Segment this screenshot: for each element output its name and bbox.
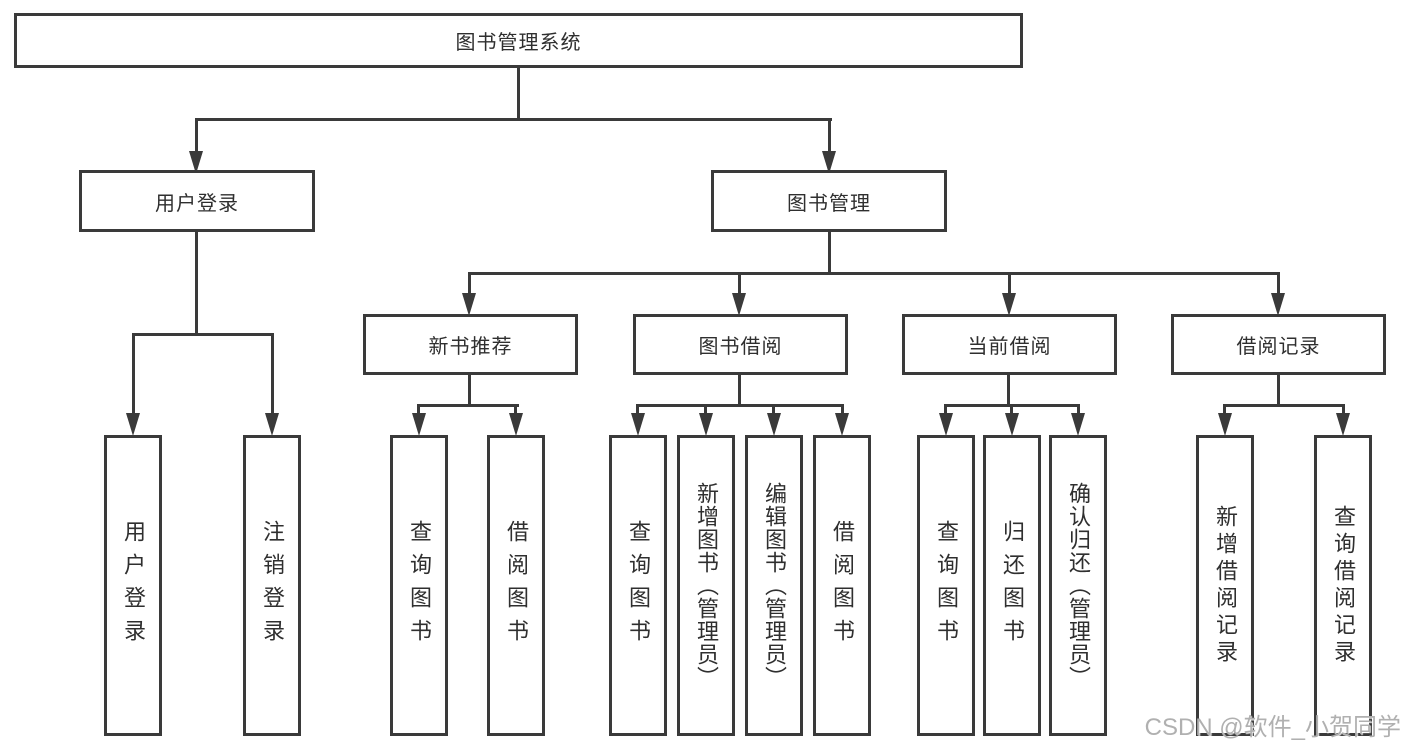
connector-line [132,333,135,417]
connector-line [1342,404,1345,417]
node-label: 图书借阅 [698,336,783,358]
connector-line [195,118,832,121]
node-label: 编辑图书（管理员） [762,482,787,689]
connector-line [1277,272,1280,297]
arrowhead [822,151,836,174]
leaf-query-borrow-record: 查询借阅记录 [1314,435,1372,736]
connector-line [514,404,517,417]
arrowhead [462,293,476,316]
node-label: 查询图书 [626,519,651,652]
connector-line [468,373,471,407]
connector-line [1010,404,1013,417]
connector-line [1007,373,1010,407]
node-label: 新书推荐 [428,336,513,358]
connector-line [195,230,198,336]
leaf-add-books-admin: 新增图书（管理员） [677,435,735,736]
connector-line [828,118,831,154]
node-label: 借阅记录 [1236,336,1321,358]
connector-line [1223,404,1345,407]
node-current-borrow: 当前借阅 [902,314,1117,375]
node-label: 图书管理系统 [455,32,582,54]
arrowhead [631,413,645,436]
connector-line [417,404,519,407]
arrowhead [835,413,849,436]
node-new-book-recommend: 新书推荐 [363,314,578,375]
arrowhead [1271,293,1285,316]
arrowhead [1002,293,1016,316]
node-label: 图书管理 [787,192,871,215]
connector-line [417,404,420,417]
leaf-query-books-recommend: 查询图书 [390,435,448,736]
node-label: 用户登录 [155,192,239,215]
connector-line [132,333,274,336]
node-label: 归还图书 [1000,519,1025,652]
arrowhead [189,151,203,174]
leaf-edit-books-admin: 编辑图书（管理员） [745,435,803,736]
node-user-login: 用户登录 [79,170,315,232]
connector-line [468,272,471,297]
arrowhead [1218,413,1232,436]
node-borrow-record: 借阅记录 [1171,314,1386,375]
arrowhead [412,413,426,436]
leaf-query-books-borrow: 查询图书 [609,435,667,736]
connector-line [841,404,844,417]
leaf-user-login: 用户登录 [104,435,162,736]
connector-line [704,404,707,417]
leaf-query-books-current: 查询图书 [917,435,975,736]
node-root-system: 图书管理系统 [14,13,1023,68]
connector-line [1223,404,1226,417]
connector-line [636,404,844,407]
leaf-borrow-books: 借阅图书 [813,435,871,736]
leaf-logout: 注销登录 [243,435,301,736]
connector-line [636,404,639,417]
arrowhead [1005,413,1019,436]
arrowhead [126,413,140,436]
leaf-return-books: 归还图书 [983,435,1041,736]
leaf-confirm-return-admin: 确认归还（管理员） [1049,435,1107,736]
node-label: 确认归还（管理员） [1066,482,1091,689]
node-label: 查询借阅记录 [1331,504,1356,667]
arrowhead [732,293,746,316]
connector-line [944,404,947,417]
connector-line [517,66,520,121]
leaf-borrow-books-recommend: 借阅图书 [487,435,545,736]
arrowhead [509,413,523,436]
connector-line [772,404,775,417]
arrowhead [939,413,953,436]
node-label: 新增图书（管理员） [694,482,719,689]
arrowhead [265,413,279,436]
connector-line [195,118,198,154]
node-label: 借阅图书 [504,519,529,652]
arrowhead [1336,413,1350,436]
leaf-add-borrow-record: 新增借阅记录 [1196,435,1254,736]
connector-line [1277,373,1280,407]
connector-line [271,333,274,417]
node-book-borrow: 图书借阅 [633,314,848,375]
connector-line [1077,404,1080,417]
node-label: 新增借阅记录 [1213,504,1238,667]
arrowhead [767,413,781,436]
node-label: 查询图书 [407,519,432,652]
connector-line [468,272,1280,275]
arrowhead [699,413,713,436]
node-label: 用户登录 [121,519,146,652]
node-book-management: 图书管理 [711,170,947,232]
connector-line [738,373,741,407]
connector-line [828,230,831,275]
arrowhead [1071,413,1085,436]
node-label: 注销登录 [260,519,285,652]
connector-line [1008,272,1011,297]
watermark: CSDN @软件_小贺同学 [1144,714,1401,741]
node-label: 当前借阅 [967,336,1052,358]
connector-line [738,272,741,297]
node-label: 查询图书 [934,519,959,652]
node-label: 借阅图书 [830,519,855,652]
